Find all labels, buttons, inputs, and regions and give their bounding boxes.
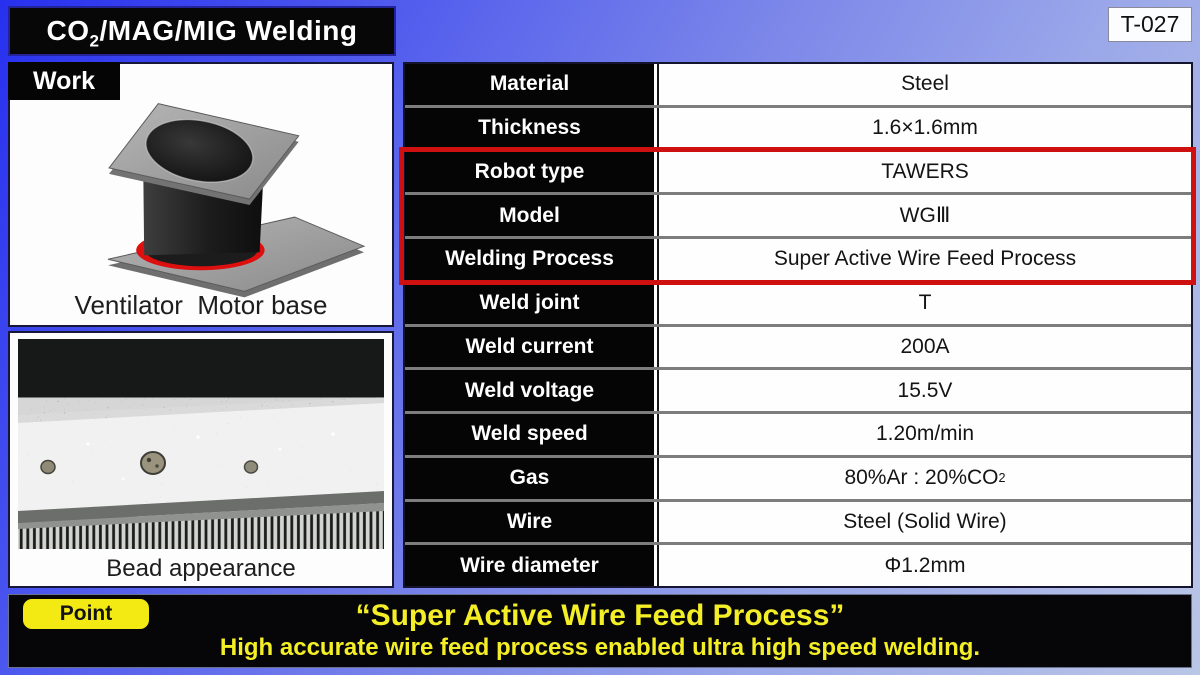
row-label: Robot type <box>405 151 657 193</box>
row-label: Weld voltage <box>405 370 657 411</box>
row-label: Wire <box>405 501 657 543</box>
row-value: Steel (Solid Wire) <box>657 501 1191 543</box>
point-tab-label: Point <box>23 599 149 629</box>
bead-photo <box>18 339 384 549</box>
point-headline: “Super Active Wire Feed Process” <box>355 599 845 632</box>
work-panel: Work <box>8 62 394 327</box>
row-value: Super Active Wire Feed Process <box>657 239 1191 280</box>
work-caption: Ventilator Motor base <box>74 290 328 320</box>
row-value: 1.6×1.6mm <box>657 107 1191 149</box>
row-label: Welding Process <box>405 239 657 280</box>
doc-id-text: T-027 <box>1120 11 1180 37</box>
point-bar: Point “Super Active Wire Feed Process” H… <box>8 594 1192 668</box>
workpiece-illustration <box>107 103 366 298</box>
row-label: Wire diameter <box>405 545 657 586</box>
row-value: 1.20m/min <box>657 414 1191 455</box>
row-value: 200A <box>657 326 1191 368</box>
row-label: Weld joint <box>405 282 657 324</box>
row-value: TAWERS <box>657 151 1191 193</box>
row-label: Thickness <box>405 107 657 149</box>
row-value: Steel <box>657 64 1191 105</box>
slide-title: CO2/MAG/MIG Welding <box>8 6 396 56</box>
row-value: 15.5V <box>657 370 1191 411</box>
bead-panel: Bead appearance <box>8 331 394 588</box>
row-value: T <box>657 282 1191 324</box>
row-label: Weld speed <box>405 414 657 455</box>
row-label: Model <box>405 195 657 236</box>
row-label: Gas <box>405 457 657 499</box>
bead-caption: Bead appearance <box>106 555 296 582</box>
row-value: Φ1.2mm <box>657 545 1191 586</box>
work-tab-label: Work <box>8 62 120 100</box>
row-label: Material <box>405 64 657 105</box>
row-label: Weld current <box>405 326 657 368</box>
point-subline: High accurate wire feed process enabled … <box>219 634 981 661</box>
row-value: WGⅢ <box>657 195 1191 236</box>
doc-id-badge: T-027 <box>1108 7 1192 42</box>
title-text: CO2/MAG/MIG Welding <box>46 15 358 51</box>
